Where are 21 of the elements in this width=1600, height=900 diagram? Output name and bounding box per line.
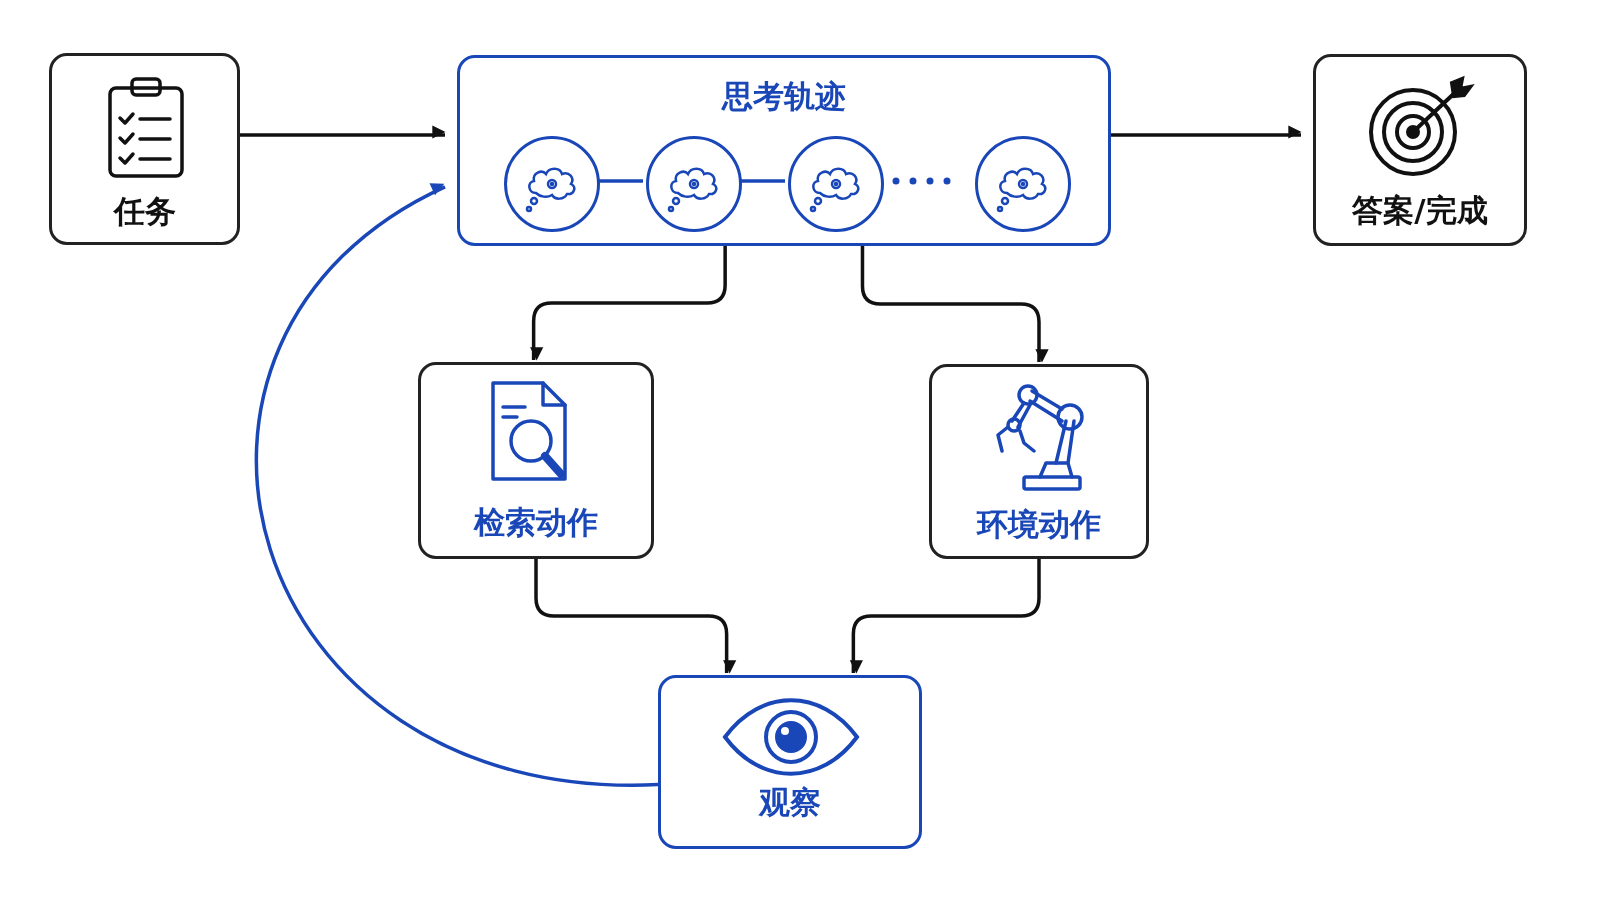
arrow [849, 559, 1041, 674]
connector-line [739, 179, 785, 183]
connector-line [597, 179, 643, 183]
process-box [929, 364, 1149, 559]
process-box [418, 362, 654, 559]
process-box [658, 675, 922, 849]
node-label: 答案/完成 [1351, 191, 1489, 230]
arrow [860, 246, 1049, 363]
arrow [530, 246, 727, 361]
node-label: 思考轨迹 [720, 77, 847, 116]
arrow [534, 559, 737, 674]
node-label: 检索动作 [472, 503, 599, 542]
arrow [240, 125, 446, 139]
process-box [49, 53, 240, 245]
process-box [457, 55, 1111, 246]
node-label: 观察 [757, 783, 822, 822]
arrow [255, 183, 659, 787]
node-label: 任务 [112, 192, 177, 231]
process-box [1313, 54, 1527, 246]
node-label: 环境动作 [975, 505, 1102, 544]
arrow [1111, 125, 1302, 139]
